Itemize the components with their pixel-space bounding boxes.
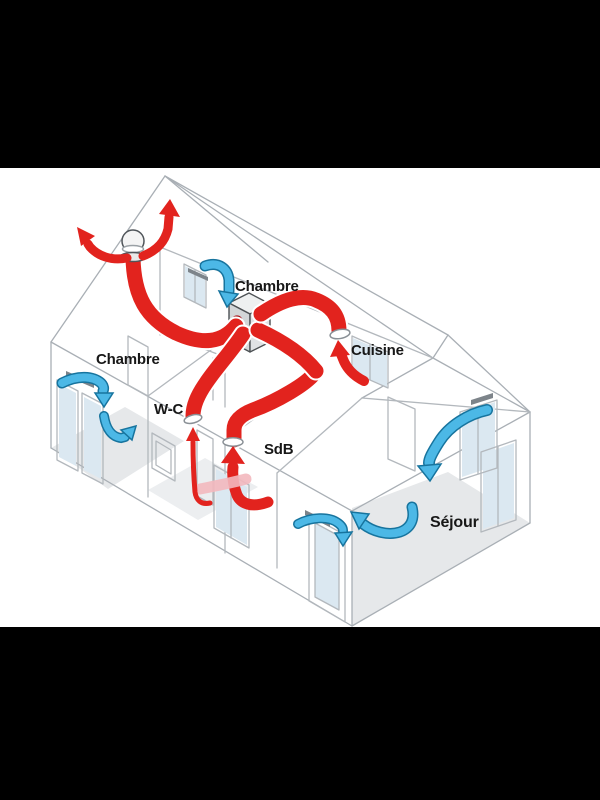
supply-arrow-sejour-window <box>416 404 493 483</box>
chambre-upper-window <box>183 263 207 309</box>
extract-air-arrows <box>77 199 369 511</box>
chambre-left-doorway <box>127 335 149 397</box>
collar-wc <box>183 413 203 425</box>
roof-exhaust-arrow-left <box>77 227 132 264</box>
vent-icon-chambre-upper <box>188 268 208 281</box>
french-door-left-1 <box>56 379 79 472</box>
cuisine-window <box>351 335 389 389</box>
sejour-right-glass-door <box>480 439 517 533</box>
outer-walls <box>50 341 531 627</box>
label-wc: W-C <box>154 401 184 418</box>
vent-icon-sejour-window <box>471 393 493 405</box>
supply-air-arrows <box>56 259 493 548</box>
sejour-right-window <box>459 399 498 481</box>
supply-arrow-sejour-door-hook <box>293 513 354 548</box>
label-cuisine: Cuisine <box>351 342 404 359</box>
duct-wc <box>183 324 253 426</box>
label-chambre-upper: Chambre <box>235 278 299 295</box>
supply-arrow-sejour-to-door <box>349 501 419 539</box>
roof-lines <box>50 175 531 413</box>
roof-exhaust-arrow-right <box>138 199 180 261</box>
collar-cuisine <box>329 328 351 340</box>
wc-extract-arrow <box>186 427 252 506</box>
collar-sdb <box>222 437 244 447</box>
supply-arrow-chambre-upper <box>199 259 240 309</box>
sejour-front-door <box>308 514 346 623</box>
cuisine-extract-arrow <box>330 340 369 386</box>
wc-door <box>196 429 214 506</box>
label-sdb: SdB <box>264 441 294 458</box>
wc-window <box>151 432 176 482</box>
french-door-left-2 <box>81 392 104 485</box>
duct-roof-outlet <box>123 248 246 351</box>
supply-arrow-chambre-left-in <box>56 371 115 409</box>
duct-sdb <box>224 320 326 450</box>
label-chambre-left: Chambre <box>96 351 160 368</box>
window-door-frames <box>56 263 517 623</box>
duct-collars <box>183 328 351 447</box>
sdb-extract-arrow <box>221 446 274 511</box>
label-sejour: Séjour <box>430 514 479 531</box>
supply-arrow-chambre-left-door <box>99 411 138 444</box>
duct-cuisine <box>251 288 349 341</box>
sejour-back-door <box>387 396 416 472</box>
extract-ducts <box>123 248 351 450</box>
